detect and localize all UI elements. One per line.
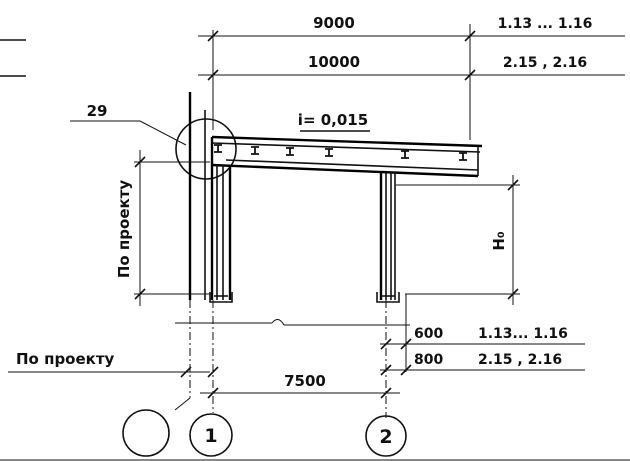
axis-bubble-1: 1 <box>189 413 233 457</box>
dimension-9000: 9000 1.13 ... 1.16 <box>198 14 625 140</box>
slope-annotation: i= 0,015 <box>298 111 370 132</box>
detail-circle <box>175 118 237 180</box>
ref-10000-label: 2.15 , 2.16 <box>503 55 587 71</box>
ref-800-label: 2.15 , 2.16 <box>478 352 562 368</box>
dim-7500-label: 7500 <box>284 372 326 390</box>
ref-9000-label: 1.13 ... 1.16 <box>498 16 593 32</box>
ref-600-label: 1.13... 1.16 <box>478 326 568 342</box>
callout-29-label: 29 <box>87 102 108 120</box>
offset-800-label: 800 <box>414 352 443 368</box>
purlins <box>214 144 467 161</box>
axis-1-label: 1 <box>204 425 217 447</box>
axis-leader-left <box>174 397 191 411</box>
dimension-7500: 7500 <box>200 372 400 399</box>
height-label: H₀ <box>490 231 508 250</box>
by-project-horizontal-label: По проекту <box>16 350 115 368</box>
axis-bubble-blank <box>122 409 170 457</box>
column-axis-1 <box>188 92 233 303</box>
roof-beam <box>211 135 483 178</box>
dimension-by-project-horizontal: По проекту <box>8 350 219 378</box>
dimension-h0: H₀ <box>396 175 520 305</box>
dimension-10000: 10000 2.15 , 2.16 <box>198 53 625 81</box>
column-axis-2 <box>376 172 400 303</box>
offset-600-label: 600 <box>414 326 443 342</box>
dimension-by-project-vertical: По проекту <box>115 150 210 306</box>
dim-9000-label: 9000 <box>313 14 355 32</box>
axis-bubble-2: 2 <box>365 415 407 457</box>
detail-callout-29: 29 <box>70 102 237 180</box>
offset-dimensions: 600 800 1.13... 1.16 2.15 , 2.16 <box>380 294 585 376</box>
ground-line <box>175 319 410 326</box>
slope-label: i= 0,015 <box>298 111 368 129</box>
axis-2-label: 2 <box>379 426 392 448</box>
by-project-vertical-label: По проекту <box>115 180 133 279</box>
dim-10000-label: 10000 <box>308 53 360 71</box>
